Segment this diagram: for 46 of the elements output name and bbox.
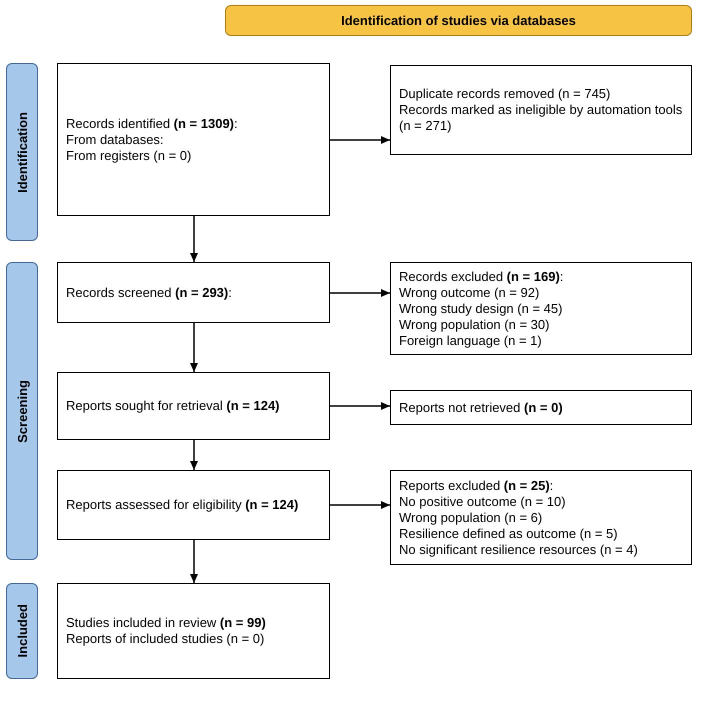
box-text: Wrong population (n = 30)	[399, 316, 550, 332]
process-box	[57, 583, 330, 679]
process-box	[390, 262, 692, 355]
box-text: Reports assessed for eligibility (n = 124)	[66, 497, 300, 513]
box-text: Records identified (n = 1309):	[66, 116, 239, 132]
process-box	[57, 372, 330, 440]
process-box	[390, 470, 692, 565]
box-text: Reports not retrieved (n = 0)	[399, 400, 564, 416]
process-box	[57, 262, 330, 323]
process-box	[57, 470, 330, 540]
phase-label: Identification	[14, 112, 30, 192]
arrow	[190, 440, 198, 470]
process-box	[57, 63, 330, 216]
box-text: Foreign language (n = 1)	[399, 332, 543, 348]
phase-band	[6, 262, 38, 560]
box-text: No positive outcome (n = 10)	[399, 494, 567, 510]
box-text: Studies included in review (n = 99)	[66, 615, 267, 631]
box-text: From databases:	[66, 132, 165, 148]
arrow	[190, 323, 198, 372]
phase-band	[6, 63, 38, 241]
arrow	[330, 289, 390, 297]
phase-band	[6, 583, 38, 679]
box-text: Duplicate records removed (n = 745)	[399, 86, 612, 102]
box-text: Wrong outcome (n = 92)	[399, 284, 540, 300]
box-text: Records excluded (n = 169):	[399, 268, 564, 284]
arrow	[190, 216, 198, 262]
header-text: Identification of studies via databases	[341, 13, 576, 28]
box-text: Reports sought for retrieval (n = 124)	[66, 398, 281, 414]
box-text: Records screened (n = 293):	[66, 284, 233, 300]
phase-label: Included	[14, 604, 30, 658]
box-text: Wrong population (n = 6)	[399, 510, 544, 526]
process-box	[390, 390, 692, 425]
arrow	[190, 540, 198, 583]
section-header	[225, 5, 692, 36]
arrow	[330, 136, 390, 144]
phase-label: Screening	[14, 380, 30, 442]
box-text: From registers (n = 0)	[66, 148, 192, 164]
box-text: Wrong study design (n = 45)	[399, 300, 564, 316]
box-text: No significant resilience resources (n = 4)	[399, 542, 639, 558]
box-text: Records marked as ineligible by automation tools (n = 271)	[399, 102, 683, 134]
arrow	[330, 501, 390, 509]
arrow	[330, 402, 390, 410]
box-text: Resilience defined as outcome (n = 5)	[399, 526, 619, 542]
process-box	[390, 65, 692, 155]
box-text: Reports of included studies (n = 0)	[66, 631, 266, 647]
box-text: Reports excluded (n = 25):	[399, 478, 554, 494]
